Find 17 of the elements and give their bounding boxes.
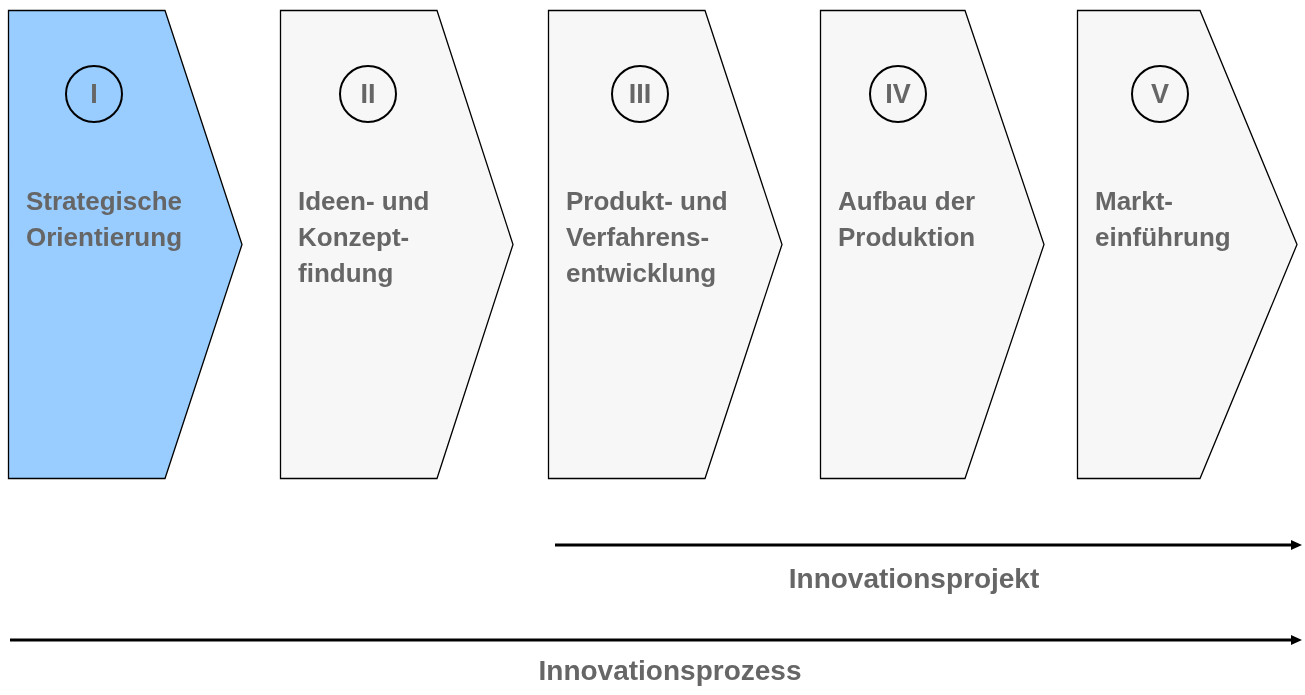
phase-number-circle: V [1131,65,1189,123]
chevron-shape [820,10,1044,479]
arrow-label: Innovationsprojekt [788,563,1040,595]
chevron-shape [1077,10,1297,479]
phase-title: Strategische Orientierung [26,185,184,254]
phase-number-circle: IV [869,65,927,123]
chevron-shape [280,10,513,479]
arrow-label: Innovationsprozess [538,655,802,687]
chevron-shape [548,10,782,479]
phase-title: Markt- einführung [1095,185,1232,254]
chevron-shape [8,10,242,479]
phase-title: Ideen- und Konzept- findung [298,185,431,290]
phase-title: Produkt- und Verfahrens- entwicklung [566,185,729,290]
phase-number-circle: I [65,65,123,123]
phase-title: Aufbau der Produktion [838,185,977,254]
phase-number-circle: III [611,65,669,123]
phase-number-circle: II [339,65,397,123]
